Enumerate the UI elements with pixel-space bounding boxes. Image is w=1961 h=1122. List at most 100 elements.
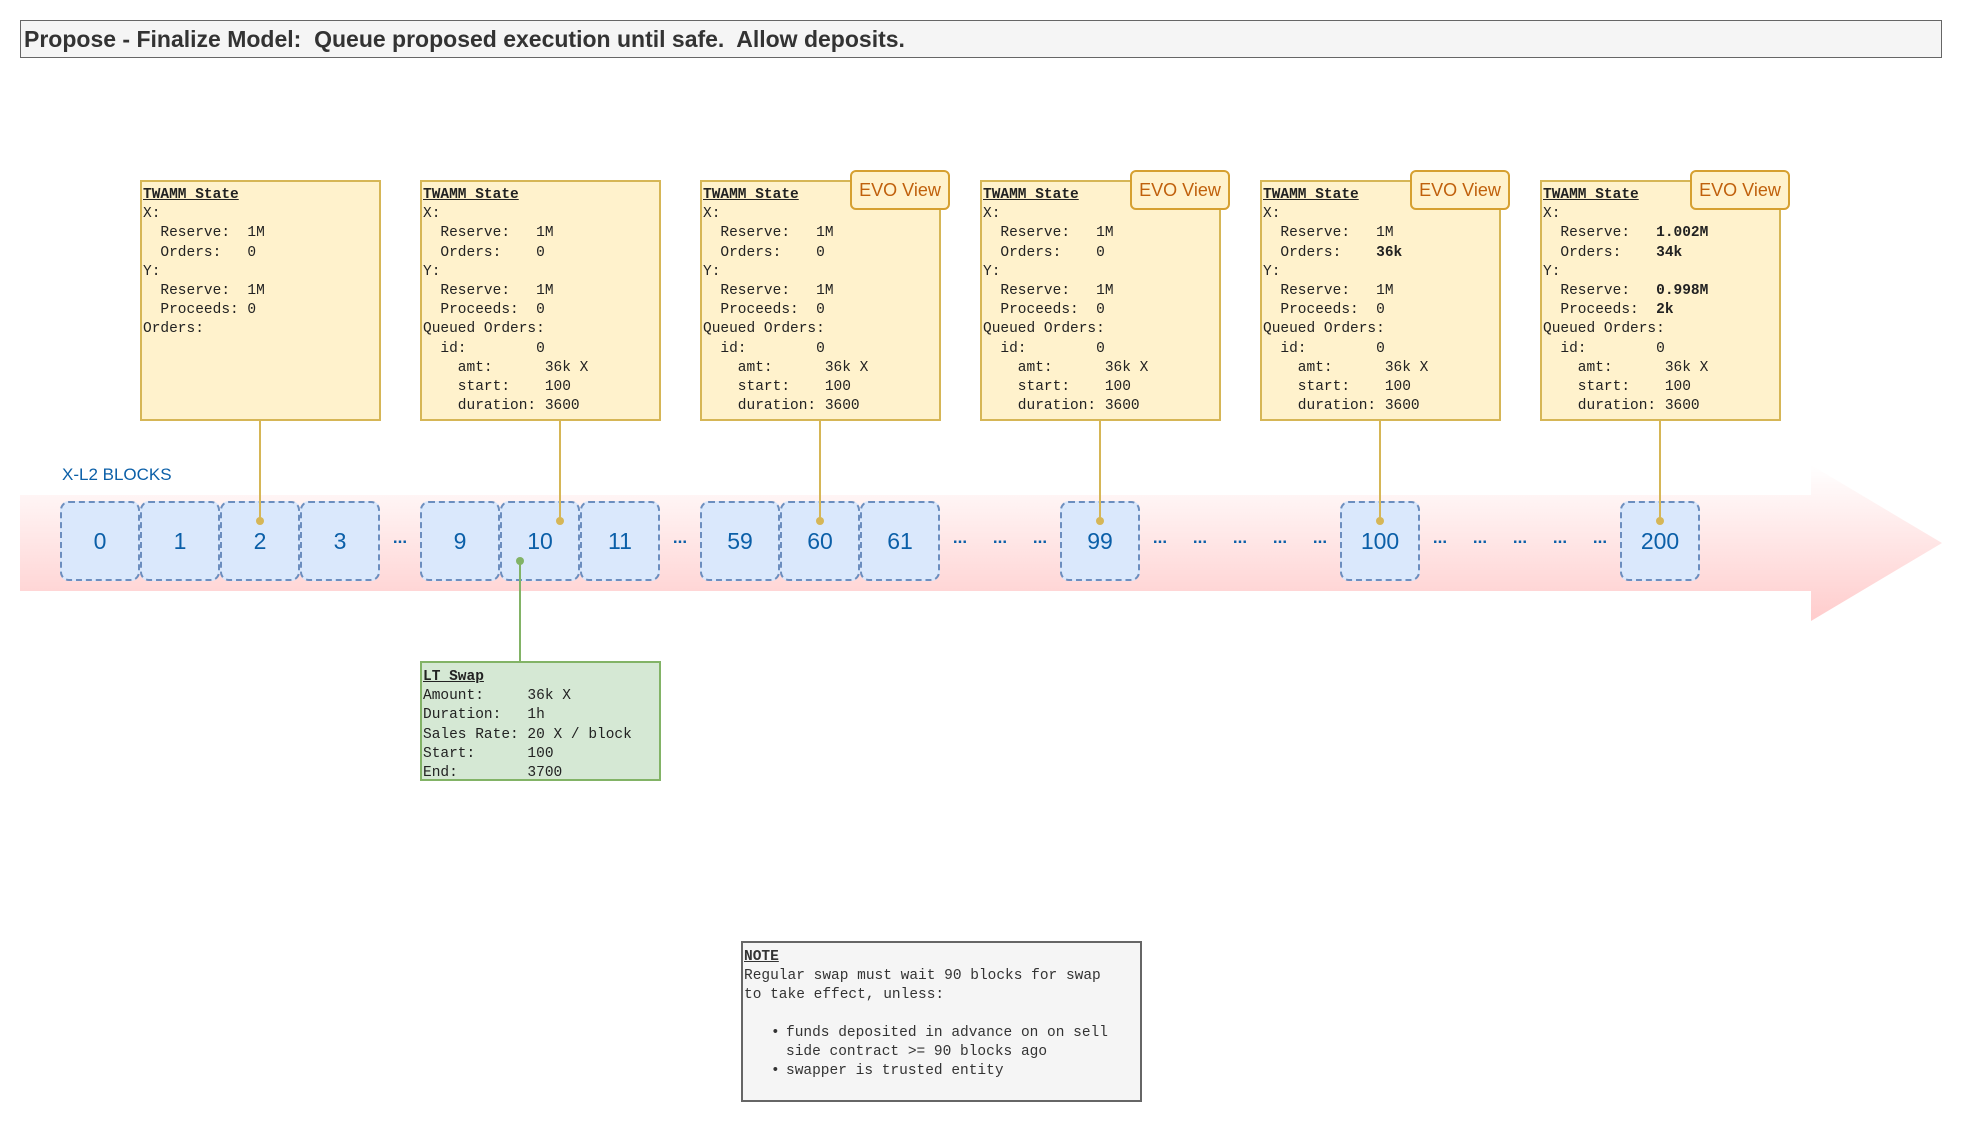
twamm-state-box: TWAMM State X: Reserve: 1.002M Orders: 3… bbox=[1540, 180, 1781, 421]
state-line: Reserve: 1M bbox=[983, 225, 1114, 242]
state-line: start: 100 bbox=[1263, 379, 1411, 396]
ellipsis: ... bbox=[952, 528, 968, 547]
state-line: Queued Orders: bbox=[1543, 321, 1665, 338]
lt-swap-box: LT Swap Amount: 36k X Duration: 1h Sales… bbox=[420, 661, 661, 781]
state-line: duration: 3600 bbox=[703, 398, 860, 415]
block-10[interactable]: 10 bbox=[500, 501, 580, 581]
state-title: TWAMM State bbox=[143, 187, 239, 203]
lt-swap-line: Duration: 1h bbox=[423, 707, 545, 724]
state-line: start: 100 bbox=[983, 379, 1131, 396]
state-line: Proceeds: 0 bbox=[423, 302, 545, 319]
state-line: Orders: 0 bbox=[983, 244, 1105, 261]
twamm-state-box: TWAMM State X: Reserve: 1M Orders: 0 Y: … bbox=[980, 180, 1221, 421]
block-1[interactable]: 1 bbox=[140, 501, 220, 581]
state-line: Reserve: 1M bbox=[1263, 283, 1394, 300]
state-title: TWAMM State bbox=[703, 187, 799, 203]
state-title: TWAMM State bbox=[423, 187, 519, 203]
state-line: start: 100 bbox=[703, 379, 851, 396]
ellipsis: ... bbox=[672, 528, 688, 547]
ellipsis: ... bbox=[1032, 528, 1048, 547]
state-line: Orders: 0 bbox=[703, 244, 825, 261]
state-line: id: 0 bbox=[703, 340, 825, 357]
state-line: X: bbox=[1543, 206, 1561, 223]
evo-view-tag: EVO View bbox=[850, 170, 950, 210]
state-line: Orders: bbox=[143, 321, 204, 338]
state-value-highlight: 2k bbox=[1656, 302, 1674, 319]
twamm-state-box: TWAMM State X: Reserve: 1M Orders: 36k Y… bbox=[1260, 180, 1501, 421]
twamm-state-box: TWAMM State X: Reserve: 1M Orders: 0 Y: … bbox=[700, 180, 941, 421]
state-line: amt: 36k X bbox=[703, 359, 869, 376]
twamm-state-box: TWAMM State X: Reserve: 1M Orders: 0 Y: … bbox=[420, 180, 661, 421]
state-line: Proceeds: 0 bbox=[143, 302, 257, 319]
state-line: Proceeds: 0 bbox=[983, 302, 1105, 319]
state-line: Y: bbox=[983, 263, 1001, 280]
block-61[interactable]: 61 bbox=[860, 501, 940, 581]
lt-swap-line: Amount: 36k X bbox=[423, 688, 571, 705]
state-line: Reserve: 1M bbox=[143, 283, 265, 300]
state-line: duration: 3600 bbox=[983, 398, 1140, 415]
state-line: Y: bbox=[1263, 263, 1281, 280]
block-59[interactable]: 59 bbox=[700, 501, 780, 581]
evo-view-tag: EVO View bbox=[1130, 170, 1230, 210]
state-line: Reserve: 1M bbox=[423, 225, 554, 242]
state-line: Reserve: 1M bbox=[423, 283, 554, 300]
ellipsis: ... bbox=[1592, 528, 1608, 547]
ellipsis: ... bbox=[1552, 528, 1568, 547]
state-title: TWAMM State bbox=[983, 187, 1079, 203]
state-line: Queued Orders: bbox=[423, 321, 545, 338]
ellipsis: ... bbox=[392, 528, 408, 547]
state-line: Proceeds: 2k bbox=[1543, 302, 1674, 319]
state-line: Orders: 34k bbox=[1543, 244, 1683, 261]
state-line: Reserve: 1M bbox=[143, 225, 265, 242]
state-line: Orders: 0 bbox=[143, 244, 257, 261]
block-11[interactable]: 11 bbox=[580, 501, 660, 581]
state-line: amt: 36k X bbox=[1543, 359, 1709, 376]
block-9[interactable]: 9 bbox=[420, 501, 500, 581]
timeline-arrow bbox=[20, 465, 1942, 621]
state-line: Queued Orders: bbox=[703, 321, 825, 338]
lt-swap-line: End: 3700 bbox=[423, 765, 563, 782]
state-line: Queued Orders: bbox=[983, 321, 1105, 338]
note-line: Regular swap must wait 90 blocks for swa… bbox=[744, 968, 1101, 984]
note-bullet-list: funds deposited in advance on on sell si… bbox=[744, 1024, 1140, 1081]
note-title: NOTE bbox=[744, 949, 779, 965]
state-line: amt: 36k X bbox=[423, 359, 589, 376]
state-line: amt: 36k X bbox=[983, 359, 1149, 376]
state-line: Reserve: 1.002M bbox=[1543, 225, 1709, 242]
state-line: X: bbox=[983, 206, 1001, 223]
state-title: TWAMM State bbox=[1543, 187, 1639, 203]
lt-swap-line: Start: 100 bbox=[423, 745, 554, 762]
ellipsis: ... bbox=[1312, 528, 1328, 547]
ellipsis: ... bbox=[1472, 528, 1488, 547]
state-line: Reserve: 0.998M bbox=[1543, 283, 1709, 300]
state-value-highlight: 36k bbox=[1376, 244, 1403, 261]
state-value-highlight: 0.998M bbox=[1656, 283, 1709, 300]
page-title: Propose - Finalize Model: Queue proposed… bbox=[20, 20, 1942, 58]
note-box: NOTE Regular swap must wait 90 blocks fo… bbox=[741, 941, 1142, 1102]
state-line: id: 0 bbox=[423, 340, 545, 357]
state-line: Reserve: 1M bbox=[983, 283, 1114, 300]
state-line: duration: 3600 bbox=[423, 398, 580, 415]
ellipsis: ... bbox=[1232, 528, 1248, 547]
twamm-state-box: TWAMM State X: Reserve: 1M Orders: 0 Y: … bbox=[140, 180, 381, 421]
state-line: X: bbox=[1263, 206, 1281, 223]
timeline-label: X-L2 BLOCKS bbox=[62, 465, 172, 484]
state-line: Orders: 0 bbox=[423, 244, 545, 261]
lt-swap-line: Sales Rate: 20 X / block bbox=[423, 726, 632, 743]
block-0[interactable]: 0 bbox=[60, 501, 140, 581]
state-line: id: 0 bbox=[1263, 340, 1385, 357]
state-value-highlight: 34k bbox=[1656, 244, 1683, 261]
ellipsis: ... bbox=[1512, 528, 1528, 547]
ellipsis: ... bbox=[1272, 528, 1288, 547]
block-3[interactable]: 3 bbox=[300, 501, 380, 581]
state-line: amt: 36k X bbox=[1263, 359, 1429, 376]
lt-swap-title: LT Swap bbox=[423, 669, 484, 685]
state-line: Proceeds: 0 bbox=[703, 302, 825, 319]
state-line: Reserve: 1M bbox=[703, 225, 834, 242]
state-line: Orders: 36k bbox=[1263, 244, 1403, 261]
evo-view-tag: EVO View bbox=[1410, 170, 1510, 210]
ellipsis: ... bbox=[1152, 528, 1168, 547]
state-line: Y: bbox=[1543, 263, 1561, 280]
state-title: TWAMM State bbox=[1263, 187, 1359, 203]
